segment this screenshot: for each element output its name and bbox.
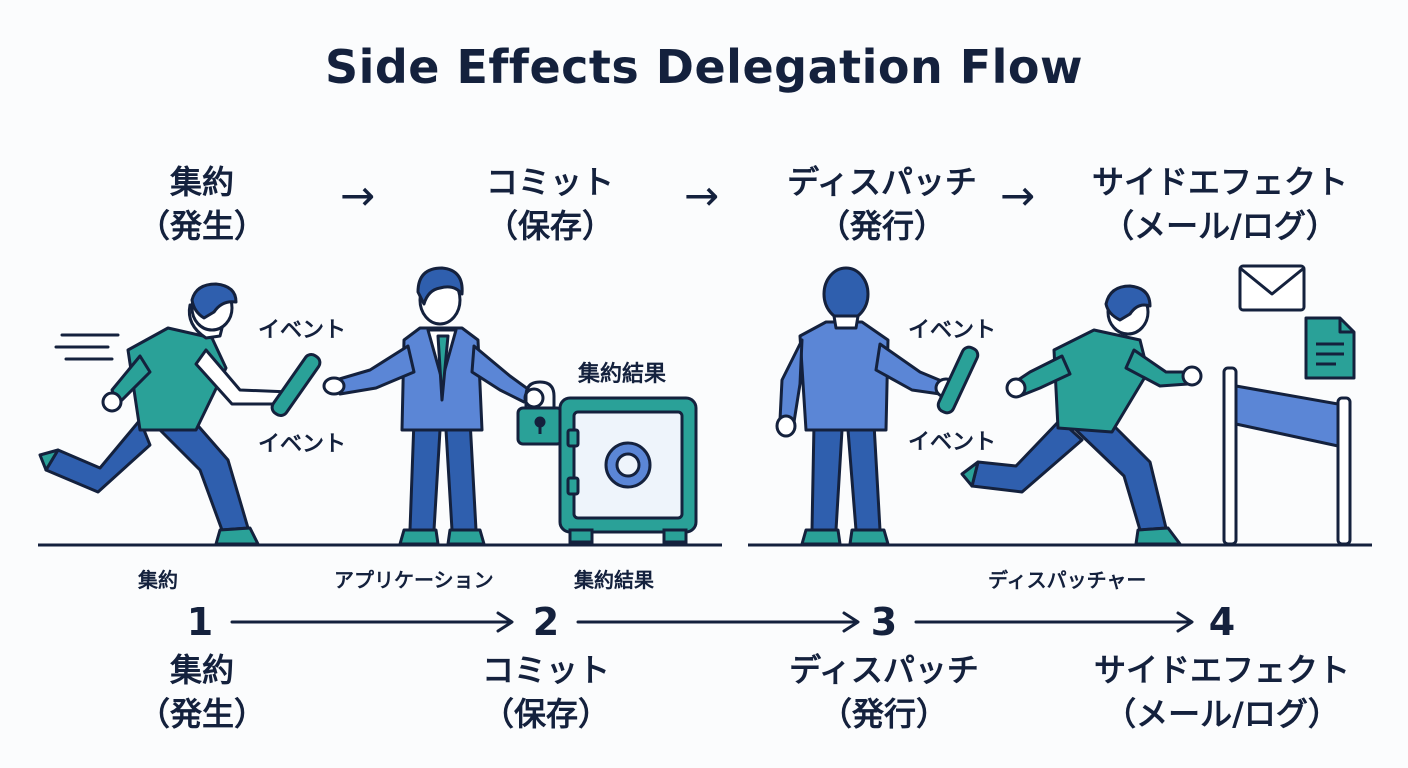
top-stage-dispatch-sub: （発行） (817, 207, 946, 245)
safe-icon (558, 396, 698, 544)
top-stage-aggregate: 集約 （発生） (62, 160, 342, 248)
top-stage-side-effect-name: サイドエフェクト (1091, 163, 1348, 201)
step-number-4: 4 (1208, 600, 1236, 644)
runner-side-effect (960, 284, 1203, 546)
top-stage-commit-sub: （保存） (485, 207, 614, 245)
baton-2 (936, 345, 980, 415)
padlock-icon (516, 380, 564, 446)
step-label-commit-name: コミット (481, 651, 610, 689)
step-label-commit-sub: （保存） (481, 695, 610, 733)
top-stage-side-effect-sub: （メール/ログ） (1102, 207, 1338, 245)
step-number-3: 3 (870, 600, 898, 644)
top-arrow-2: → (684, 171, 720, 220)
top-stage-dispatch-name: ディスパッチ (787, 163, 977, 201)
speed-lines (54, 333, 120, 361)
step-number-1: 1 (186, 600, 214, 644)
event-label-1a: イベント (258, 318, 347, 343)
top-arrow-1: → (340, 171, 376, 220)
step-label-aggregate-sub: （発生） (137, 695, 266, 733)
top-stage-commit-name: コミット (485, 163, 614, 201)
event-label-2a: イベント (908, 318, 997, 343)
step-label-aggregate-name: 集約 (169, 651, 234, 689)
mail-icon (1238, 264, 1306, 312)
ground-label-dispatcher: ディスパッチャー (988, 568, 1147, 592)
step-label-dispatch-sub: （発行） (819, 695, 948, 733)
event-label-2b: イベント (908, 430, 997, 455)
step-label-side-effect-name: サイドエフェクト (1093, 651, 1350, 689)
ground-label-application: アプリケーション (334, 568, 494, 592)
step-label-side-effect-sub: （メール/ログ） (1104, 695, 1340, 733)
top-arrow-3: → (1000, 171, 1036, 220)
step-label-dispatch-name: ディスパッチ (789, 651, 979, 689)
step-label-dispatch: ディスパッチ （発行） (744, 648, 1024, 736)
event-label-1b: イベント (258, 432, 347, 457)
top-stage-side-effect: サイドエフェクト （メール/ログ） (1080, 160, 1360, 248)
aggregate-result-top-label: 集約結果 (578, 362, 667, 387)
runner-aggregate (38, 282, 292, 546)
baton-1 (270, 352, 322, 418)
businessman-application (322, 266, 545, 546)
top-stage-commit: コミット （保存） (410, 160, 690, 248)
step-arrows (230, 611, 1194, 633)
ground-label-aggregate-result: 集約結果 (574, 568, 654, 592)
diagram-title: Side Effects Delegation Flow (324, 40, 1084, 94)
top-stage-aggregate-name: 集約 (169, 163, 234, 201)
finish-line (1222, 366, 1352, 546)
top-stage-dispatch: ディスパッチ （発行） (742, 160, 1022, 248)
step-label-aggregate: 集約 （発生） (62, 648, 342, 736)
log-document-icon (1304, 316, 1356, 380)
top-stage-aggregate-sub: （発生） (137, 207, 266, 245)
step-number-2: 2 (532, 600, 560, 644)
ground-label-aggregate: 集約 (138, 568, 178, 592)
step-label-side-effect: サイドエフェクト （メール/ログ） (1082, 648, 1362, 736)
dispatcher-figure (775, 266, 958, 546)
step-label-commit: コミット （保存） (406, 648, 686, 736)
